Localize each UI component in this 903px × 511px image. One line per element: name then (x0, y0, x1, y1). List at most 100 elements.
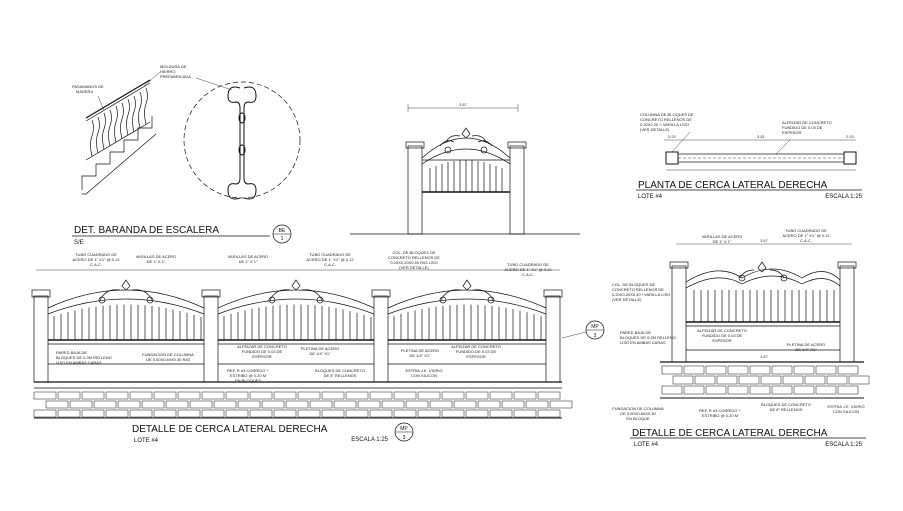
foundation-block (189, 400, 213, 409)
plan-note-alf-1: ALFEIZAR DE CONCRETO (782, 120, 832, 125)
foundation-blocks (33, 391, 573, 418)
foundation-block (537, 391, 561, 400)
foundation-block (441, 409, 465, 418)
fence-note-albardilla: ALFEIZAR DE CONCRETO (237, 344, 287, 349)
railing-balusters (90, 87, 148, 157)
fence-column (203, 295, 219, 383)
fence-note-varilla-2: VARILLAS DE ACERO (228, 254, 269, 259)
detail2-note-col: COL. DE BLOQUES DE (612, 282, 655, 287)
note-moldura-1: MOLDURA DE (160, 64, 187, 69)
panel-arch-inner (47, 298, 205, 315)
foundation-block (45, 400, 69, 409)
foundation-block (501, 400, 525, 409)
fence-detail-lot: LOTE #4 (134, 438, 159, 444)
panel-rosette (487, 296, 495, 304)
plan-note-col-2: CONCRETO RELLENOS DE (640, 117, 692, 122)
fence-detail-title: DETALLE DE CERCA LATERAL DERECHA (132, 424, 328, 435)
foundation-block (33, 409, 57, 418)
small-foundation-block (683, 365, 705, 375)
stair-railing-drawing (72, 71, 301, 244)
fence-note-pletina-1: PLETINA DE ACERO (301, 346, 339, 351)
fence-plan-lot: LOTE #4 (638, 194, 663, 200)
small-foundation-block (672, 375, 694, 385)
foundation-block (129, 409, 153, 418)
small-foundation-block (694, 375, 716, 385)
small-foundation-block (727, 385, 749, 395)
foundation-block (513, 409, 537, 418)
detail2-note-pared: PARED BAJA DE (620, 330, 651, 335)
foundation-block (549, 400, 573, 409)
fence-note-pared-baja: PARED BAJA DE (56, 350, 87, 355)
foundation-block (165, 400, 189, 409)
note-moldura-2: HIERRO (160, 69, 176, 74)
detail2-note-bloques: BLOQUES DE CONCRETO (761, 402, 811, 407)
plan-dim-3: 0.20 (846, 134, 855, 139)
foundation-block (537, 409, 561, 418)
detail-circle (183, 81, 301, 199)
foundation-block (105, 409, 129, 418)
plan-note-col-3: 0.20X0.20 + VARILLA LISO (640, 122, 689, 127)
fence-detail-2-lot: LOTE #4 (634, 442, 659, 448)
foundation-block (297, 391, 321, 400)
foundation-block (201, 391, 225, 400)
fence-column-cap (31, 289, 51, 298)
foundation-block (417, 391, 441, 400)
small-foundation-block (727, 365, 749, 375)
stair-railing-scale: S/E (74, 240, 84, 246)
fence-column (33, 295, 49, 383)
fence-detail-scale: ESCALA 1:25 (351, 437, 388, 443)
foundation-block (465, 391, 489, 400)
fence-detail-2-drawing (630, 243, 870, 439)
detail2-note-alfeizar: ALFEIZAR DE CONCRETO (697, 328, 747, 333)
fence-detail-2-title: DETALLE DE CERCA LATERAL DERECHA (632, 428, 828, 439)
fence-note-estria: CON SILICON (411, 373, 437, 378)
detail2-note-varilla: DE 1" X 1" (713, 239, 732, 244)
foundation-block (57, 409, 81, 418)
fence-note-varilla-2: DE 1" X 1" (239, 259, 258, 264)
fence-note-col-bloque: (VER DETALLE) (399, 265, 429, 270)
fence-note-varilla-1: VARILLAS DE ACERO (136, 254, 177, 259)
panel-arch-inner (387, 298, 547, 315)
fence-note-tubo-1: C.A.C. (90, 262, 102, 267)
foundation-block (93, 400, 117, 409)
fence-column (545, 295, 561, 383)
fence-note-alfeizar-2: FUNDIDO DE 0.03 DE (456, 349, 497, 354)
plan-note-alf-3: ESPESOR (782, 130, 801, 135)
fence-column-cap (543, 289, 563, 298)
foundation-block (489, 391, 513, 400)
foundation-block (525, 400, 549, 409)
fence-note-bloques: BLOQUES DE CONCRETO (315, 368, 365, 373)
fence-column-cap (201, 289, 221, 298)
foundation-block (369, 391, 393, 400)
small-foundation-block (793, 365, 815, 375)
fence-note-tubo-3: ACERO DE 1" X1" @ 0.12 (504, 267, 552, 272)
detail2-note-tubo: C.A.C. (800, 238, 812, 243)
foundation-block (429, 400, 453, 409)
small-foundation-blocks (661, 365, 870, 395)
detail2-note-estria: CON SILICON (833, 409, 859, 414)
fence-column-cap (371, 289, 391, 298)
panel-rosette (146, 296, 154, 304)
detail2-note-tubo: ACERO DE 1" X1" @ 0.12 (782, 233, 830, 238)
foundation-block (417, 409, 441, 418)
fence-note-albardilla: ESPESOR (252, 354, 271, 359)
foundation-block (321, 409, 345, 418)
foundation-block (285, 400, 309, 409)
foundation-block (405, 400, 429, 409)
note-moldura-3: PREFABRICADA (160, 74, 191, 79)
small-foundation-block (705, 365, 727, 375)
plan-dim-2: 3.81 (757, 134, 766, 139)
foundation-block (393, 409, 417, 418)
panel-arch-inner (217, 298, 375, 315)
foundation-block (57, 391, 81, 400)
small-foundation-block (760, 375, 782, 385)
detail2-note-pared: BLOQUES DE 0.2M RELLENO (620, 335, 676, 340)
plan-note-col-1: COLUMNA DE BLOQUES DE (640, 112, 694, 117)
fence-note-pletina-2: PLETINA DE ACERO (401, 348, 439, 353)
foundation-block (477, 400, 501, 409)
fence-plan-drawing (636, 131, 862, 191)
foundation-block (441, 391, 465, 400)
foundation-block (453, 400, 477, 409)
fence-plan-title: PLANTA DE CERCA LATERAL DERECHA (638, 180, 828, 191)
